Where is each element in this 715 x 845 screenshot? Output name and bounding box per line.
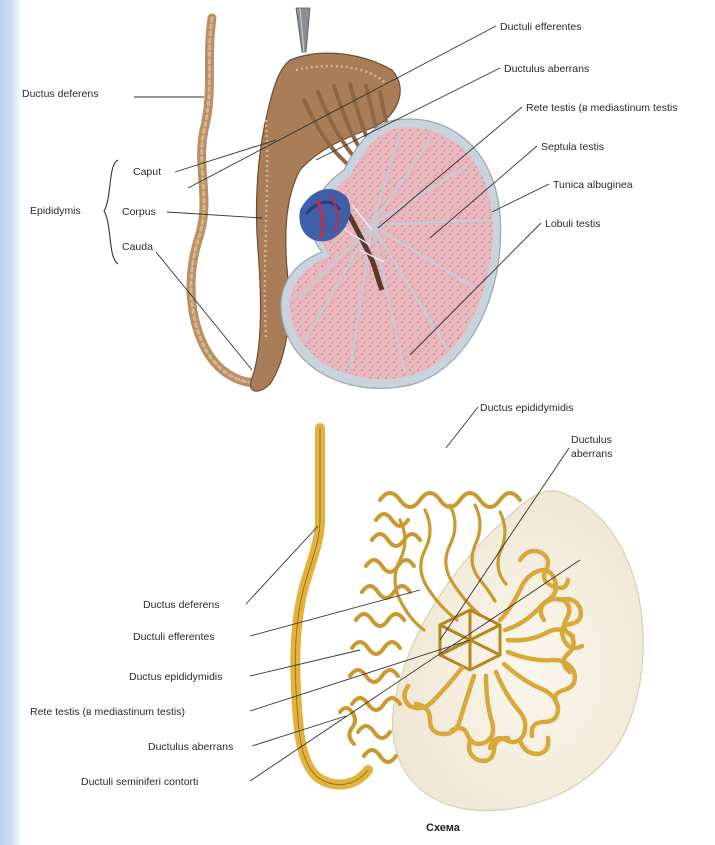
label-rete-testis-top: Rete testis (в mediastinum testis xyxy=(526,102,677,114)
caption-schema: Схема xyxy=(426,822,461,834)
label-ductulus-aberrans-schema-1: Ductulus xyxy=(571,434,612,446)
label-cauda: Cauda xyxy=(122,241,153,253)
bottom-schema: Ductus epididymidis Ductulus aberrans Du… xyxy=(30,402,643,834)
label-ductuli-seminiferi: Ductuli seminiferi contorti xyxy=(81,776,198,788)
label-ductuli-efferentes-top: Ductuli efferentes xyxy=(500,21,582,33)
label-ductulus-aberrans-top: Ductulus aberrans xyxy=(504,63,589,75)
label-ductulus-aberrans-schema: Ductulus aberrans xyxy=(148,741,233,753)
forceps-icon xyxy=(296,8,310,52)
label-caput: Caput xyxy=(133,166,161,178)
testis-top xyxy=(281,119,501,388)
label-tunica-albuginea: Tunica albuginea xyxy=(553,179,633,191)
epididymis-brace xyxy=(104,160,118,264)
label-ductus-epididymidis-schema: Ductus epididymidis xyxy=(129,671,222,683)
top-illustration: Ductus deferens Caput Epididymis Corpus … xyxy=(22,8,677,391)
label-ductus-epididymidis-top: Ductus epididymidis xyxy=(480,402,573,414)
label-corpus: Corpus xyxy=(122,206,156,218)
label-ductulus-aberrans-schema-2: aberrans xyxy=(571,448,612,460)
label-rete-testis-schema: Rete testis (в mediastinum testis) xyxy=(30,706,185,718)
label-septula-testis: Septula testis xyxy=(541,141,604,153)
label-epididymis: Epididymis xyxy=(30,205,81,217)
label-ductus-deferens-top: Ductus deferens xyxy=(22,88,98,100)
label-ductuli-efferentes-schema: Ductuli efferentes xyxy=(133,631,215,643)
ductulus-aberrans-schema xyxy=(340,708,355,744)
label-ductus-deferens-schema: Ductus deferens xyxy=(143,599,219,611)
label-lobuli-testis: Lobuli testis xyxy=(545,218,600,230)
